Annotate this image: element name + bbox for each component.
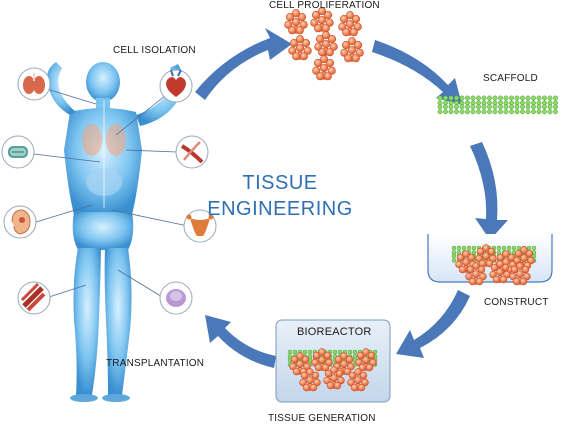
organ-connectors bbox=[33, 89, 189, 299]
cell-cluster bbox=[475, 244, 497, 268]
cell-cluster bbox=[509, 262, 531, 286]
cell-cluster bbox=[489, 260, 511, 284]
lungs-icon bbox=[17, 67, 51, 101]
cell-cluster bbox=[338, 11, 362, 37]
bioreactor-box bbox=[275, 319, 391, 403]
cell-cluster bbox=[311, 348, 333, 372]
scaffold-illustration bbox=[437, 95, 558, 115]
arrow-construct-to-bioreactor bbox=[396, 290, 470, 358]
title-line-1: TISSUE bbox=[242, 172, 318, 194]
label-cell-proliferation: CELL PROLIFERATION bbox=[269, 0, 380, 11]
cell-cluster bbox=[288, 35, 312, 61]
construct-dish bbox=[427, 234, 553, 286]
label-scaffold: SCAFFOLD bbox=[483, 73, 538, 84]
label-construct: CONSTRUCT bbox=[484, 297, 549, 308]
arrow-isolation-to-proliferation bbox=[195, 28, 292, 100]
ear-icon bbox=[3, 205, 37, 239]
label-tissue-generation: TISSUE GENERATION bbox=[268, 413, 376, 424]
label-transplantation: TRANSPLANTATION bbox=[106, 358, 205, 369]
blood-vessel-icon bbox=[175, 135, 209, 169]
arrow-scaffold-to-construct bbox=[470, 142, 508, 240]
scaffold-band bbox=[437, 95, 558, 115]
cell-cluster bbox=[314, 31, 338, 57]
uterus-icon bbox=[183, 209, 217, 243]
cell-cluster bbox=[284, 9, 308, 35]
bladder-icon bbox=[159, 281, 193, 315]
trachea-icon bbox=[1, 135, 35, 169]
title-line-2: ENGINEERING bbox=[207, 198, 353, 220]
human-body-illustration bbox=[47, 62, 183, 402]
heart-icon bbox=[159, 69, 193, 103]
cell-cluster bbox=[323, 366, 345, 390]
label-cell-isolation: CELL ISOLATION bbox=[113, 45, 196, 56]
organ-circles bbox=[1, 67, 217, 315]
cell-cluster bbox=[355, 348, 377, 372]
cell-cluster bbox=[465, 262, 487, 286]
cell-cluster bbox=[310, 7, 334, 33]
arrow-proliferation-to-scaffold bbox=[372, 40, 462, 105]
cell-proliferation-cluster bbox=[284, 7, 364, 81]
muscle-icon bbox=[17, 281, 51, 315]
cell-cluster bbox=[312, 55, 336, 81]
cell-cluster bbox=[347, 368, 369, 392]
cycle-arrows bbox=[195, 28, 508, 368]
diagram-title: TISSUE ENGINEERING bbox=[200, 170, 360, 222]
cell-cluster bbox=[299, 368, 321, 392]
label-bioreactor: BIOREACTOR bbox=[297, 326, 372, 338]
cell-cluster bbox=[289, 352, 311, 376]
arrow-bioreactor-to-transplant bbox=[205, 315, 276, 368]
cell-cluster bbox=[340, 37, 364, 63]
